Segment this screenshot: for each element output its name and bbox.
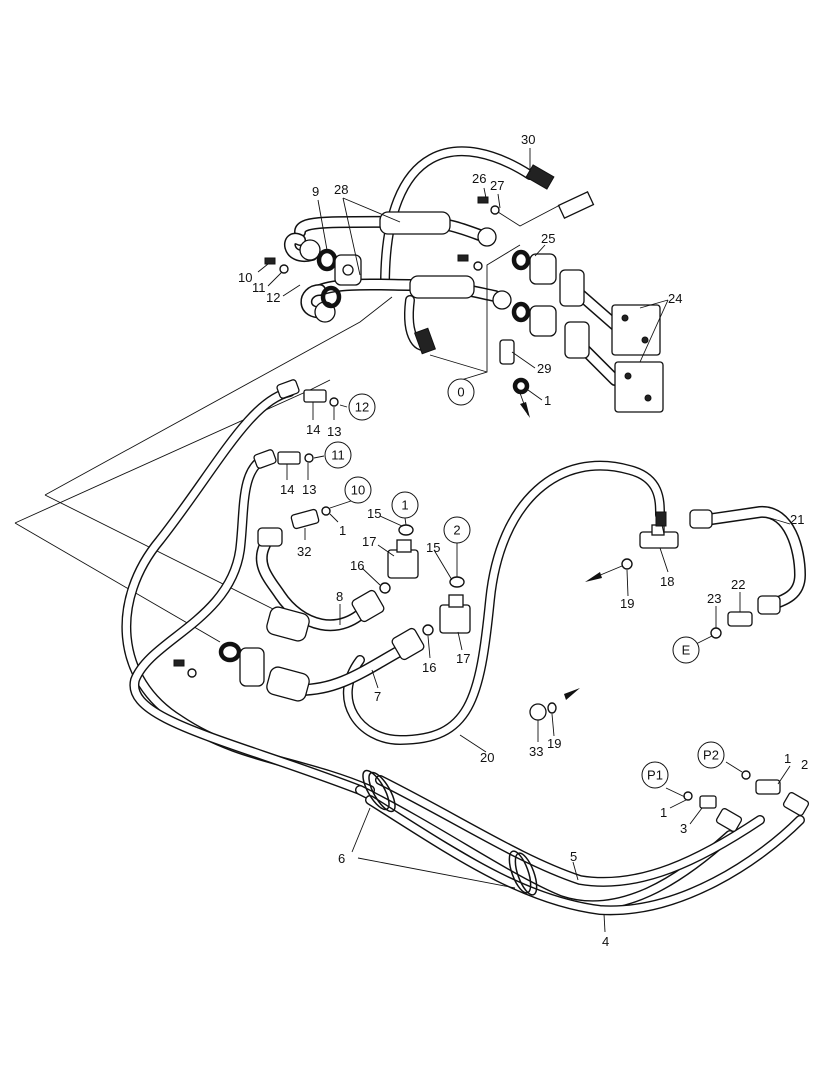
long-hoses: [121, 387, 806, 916]
bubble-0-circle: [447, 378, 475, 406]
mid-fittings: [173, 379, 810, 832]
callout-21: 21: [790, 512, 804, 527]
bubble-P2: P2: [703, 748, 719, 763]
callout-10: 10: [238, 270, 252, 285]
bubble-1: 1: [401, 498, 408, 513]
bubble-E: E: [682, 643, 691, 658]
bubble-P2-circle: [697, 741, 725, 769]
bubble-1-circle: [391, 491, 419, 519]
callout-13: 13: [327, 424, 341, 439]
callout-18: 18: [660, 574, 674, 589]
flow-arrow: [585, 572, 602, 582]
callout-25: 25: [541, 231, 555, 246]
bubble-2: 2: [453, 523, 460, 538]
bubble-12-circle: [348, 393, 376, 421]
bubble-P1: P1: [647, 768, 663, 783]
bubble-11: 11: [331, 448, 345, 463]
top-hose-assembly: [264, 146, 664, 418]
bubble-11-circle: [324, 441, 352, 469]
reference-bubbles: 0 12 11 10 1 2 E P1 P2: [324, 378, 725, 789]
bubble-0: 0: [457, 385, 464, 400]
callout-11: 11: [252, 280, 266, 295]
callout-4: 4: [602, 934, 609, 949]
callout-16: 16: [422, 660, 436, 675]
callout-32: 32: [297, 544, 311, 559]
hose-clamps: [362, 769, 538, 896]
callout-14: 14: [280, 482, 294, 497]
callout-29: 29: [537, 361, 551, 376]
callout-9: 9: [312, 184, 319, 199]
callout-30: 30: [521, 132, 535, 147]
callout-labels: 30 26 27 9 28 25 24 10 11 12 29 1 14 13 …: [238, 132, 808, 949]
leader-lines: [257, 148, 791, 933]
bubble-12: 12: [355, 400, 369, 415]
callout-26: 26: [472, 171, 486, 186]
callout-5: 5: [570, 849, 577, 864]
callout-15: 15: [426, 540, 440, 555]
callout-33: 33: [529, 744, 543, 759]
flow-arrow: [564, 688, 580, 700]
bubble-10-circle: [344, 476, 372, 504]
callout-17: 17: [362, 534, 376, 549]
callout-17: 17: [456, 651, 470, 666]
callout-23: 23: [707, 591, 721, 606]
callout-28: 28: [334, 182, 348, 197]
callout-3: 3: [680, 821, 687, 836]
bubble-E-circle: [672, 636, 700, 664]
callout-1: 1: [660, 805, 667, 820]
callout-7: 7: [374, 689, 381, 704]
callout-16: 16: [350, 558, 364, 573]
bubble-P1-circle: [641, 761, 669, 789]
callout-12: 12: [266, 290, 280, 305]
flow-arrow: [520, 402, 530, 418]
callout-27: 27: [490, 178, 504, 193]
callout-6: 6: [338, 851, 345, 866]
callout-19: 19: [620, 596, 634, 611]
callout-20: 20: [480, 750, 494, 765]
callout-19: 19: [547, 736, 561, 751]
callout-8: 8: [336, 589, 343, 604]
callout-1: 1: [339, 523, 346, 538]
bubble-2-circle: [443, 516, 471, 544]
callout-24: 24: [668, 291, 682, 306]
callout-14: 14: [306, 422, 320, 437]
bubble-10: 10: [351, 483, 365, 498]
callout-1: 1: [544, 393, 551, 408]
callout-15: 15: [367, 506, 381, 521]
callout-22: 22: [731, 577, 745, 592]
callout-1: 1: [784, 751, 791, 766]
callout-13: 13: [302, 482, 316, 497]
callout-2: 2: [801, 757, 808, 772]
